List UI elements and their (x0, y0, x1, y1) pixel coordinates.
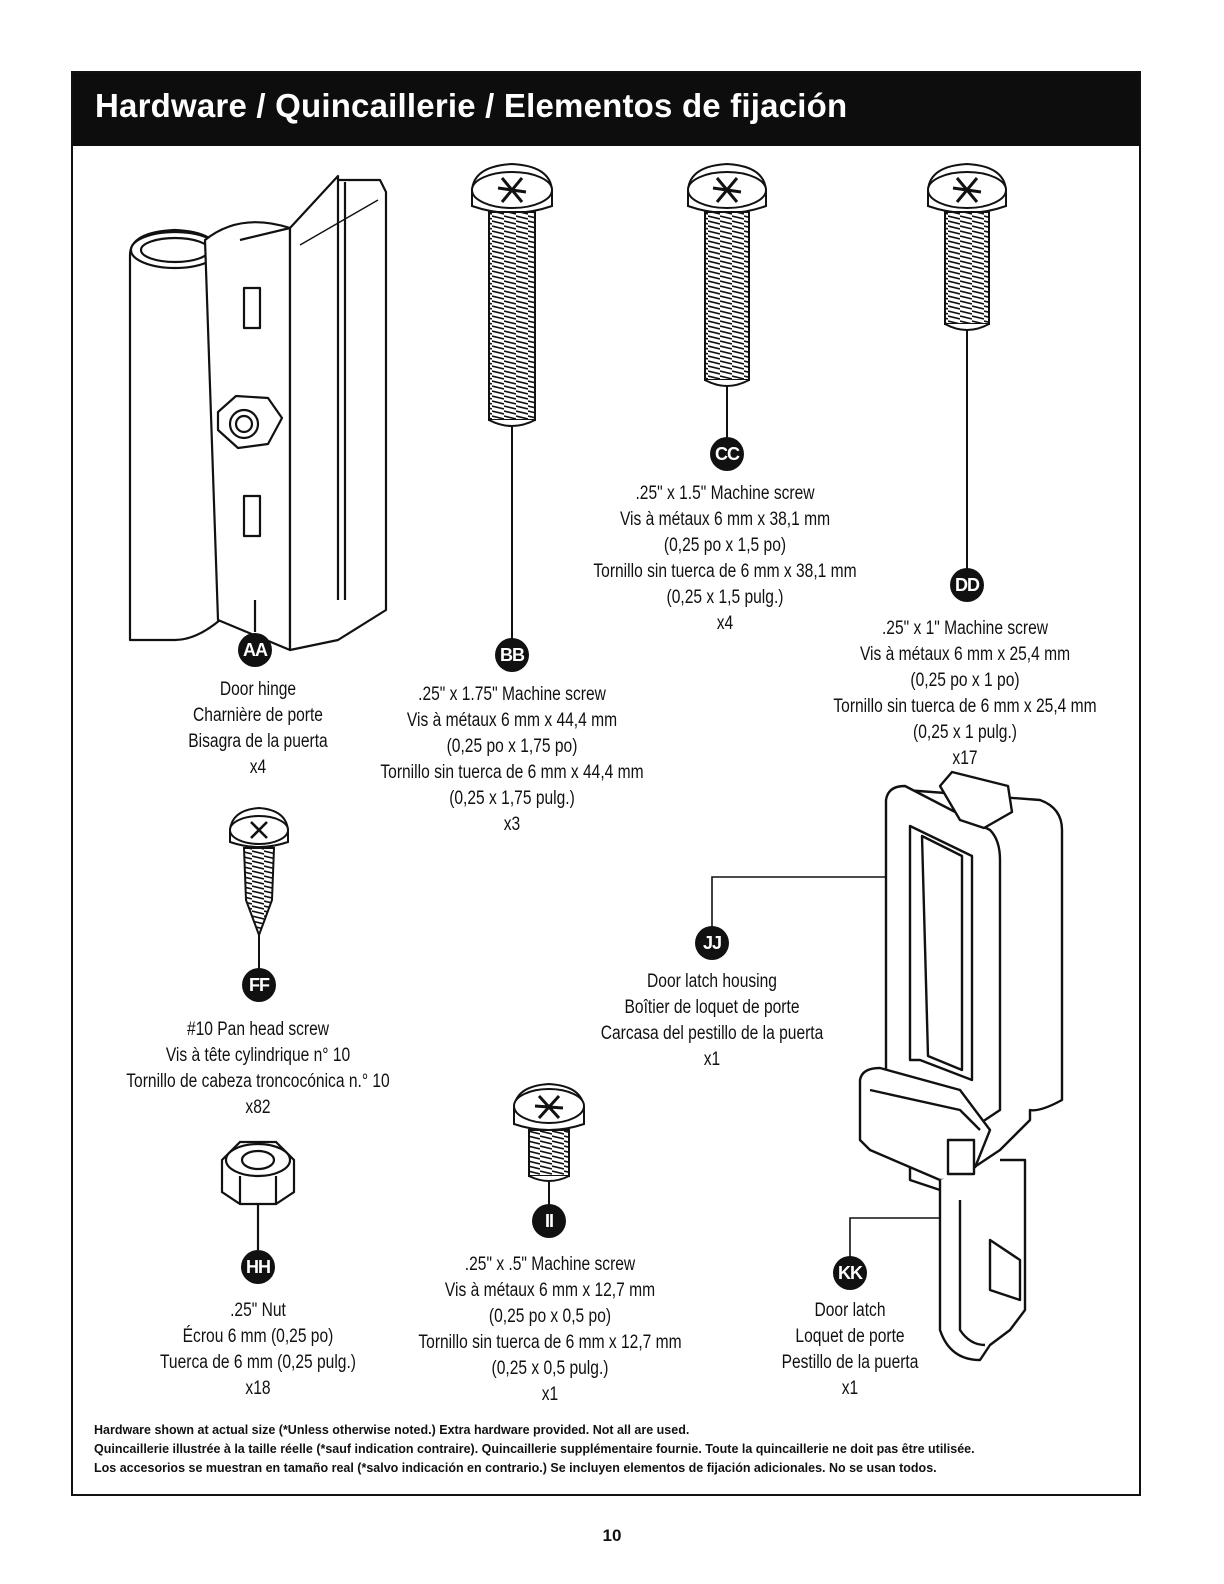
label-ii-line: Vis à métaux 6 mm x 12,7 mm (444, 1280, 656, 1301)
label-dd-line: Vis à métaux 6 mm x 25,4 mm (859, 644, 1071, 665)
hardware-notes: Hardware shown at actual size (*Unless o… (94, 1421, 975, 1478)
label-ff-line: x82 (245, 1097, 271, 1118)
label-bb-line: .25" x 1.75" Machine screw (418, 684, 606, 705)
label-ff-line: Vis à tête cylindrique n° 10 (165, 1045, 351, 1066)
label-cc-line: .25" x 1.5" Machine screw (635, 483, 815, 504)
label-bb-line: (0,25 x 1,75 pulg.) (449, 788, 575, 809)
label-dd-line: x17 (952, 748, 978, 769)
label-hh-line: .25" Nut (230, 1300, 286, 1321)
label-hh-line: x18 (245, 1378, 271, 1399)
label-cc-line: (0,25 x 1,5 pulg.) (666, 587, 784, 608)
label-ii: .25" x .5" Machine screw Vis à métaux 6 … (402, 1252, 697, 1408)
label-kk-line: Loquet de porte (795, 1326, 905, 1347)
nut-hh-illustration (220, 1140, 296, 1250)
label-ii-line: (0,25 po x 0,5 po) (488, 1306, 612, 1327)
callout-cc: CC (710, 437, 744, 471)
label-aa-line: Charnière de porte (193, 705, 323, 726)
label-cc: .25" x 1.5" Machine screw Vis à métaux 6… (577, 481, 872, 637)
page-number: 10 (602, 1526, 622, 1545)
label-dd-line: (0,25 po x 1 po) (910, 670, 1020, 691)
label-hh-line: Écrou 6 mm (0,25 po) (182, 1326, 334, 1347)
label-jj-line: Carcasa del pestillo de la puerta (600, 1023, 824, 1044)
label-ff: #10 Pan head screw Vis à tête cylindriqu… (110, 1017, 405, 1121)
label-aa-line: Bisagra de la puerta (188, 731, 328, 752)
screw-bb-illustration (471, 162, 553, 640)
callout-bb: BB (495, 638, 529, 672)
note-line-en: Hardware shown at actual size (*Unless o… (94, 1423, 690, 1437)
note-line-fr: Quincaillerie illustrée à la taille réel… (94, 1442, 975, 1456)
label-jj-line: Boîtier de loquet de porte (624, 997, 800, 1018)
page-title: Hardware / Quincaillerie / Elementos de … (95, 87, 848, 124)
label-hh: .25" Nut Écrou 6 mm (0,25 po) Tuerca de … (142, 1298, 375, 1402)
note-line-es: Los accesorios se muestran en tamaño rea… (94, 1461, 937, 1475)
callout-aa: AA (238, 633, 272, 667)
label-bb-line: x3 (503, 814, 521, 835)
door-latch-illustration (858, 770, 1064, 1362)
title-bar: Hardware / Quincaillerie / Elementos de … (73, 73, 1139, 146)
label-aa-line: Door hinge (219, 679, 297, 700)
label-cc-line: Vis à métaux 6 mm x 38,1 mm (619, 509, 831, 530)
label-cc-line: x4 (716, 613, 734, 634)
label-dd-line: Tornillo sin tuerca de 6 mm x 25,4 mm (833, 696, 1097, 717)
label-bb-line: (0,25 po x 1,75 po) (446, 736, 578, 757)
label-jj-line: Door latch housing (647, 971, 777, 992)
callout-hh: HH (241, 1250, 275, 1284)
label-kk-line: Pestillo de la puerta (781, 1352, 919, 1373)
label-bb: .25" x 1.75" Machine screw Vis à métaux … (364, 682, 659, 838)
callout-jj: JJ (695, 926, 729, 960)
hardware-panel: Hardware / Quincaillerie / Elementos de … (71, 71, 1141, 1496)
label-ii-line: (0,25 x 0,5 pulg.) (491, 1358, 609, 1379)
label-cc-line: (0,25 po x 1,5 po) (663, 535, 787, 556)
label-kk-line: Door latch (814, 1300, 886, 1321)
label-jj: Door latch housing Boîtier de loquet de … (589, 969, 835, 1073)
label-jj-line: x1 (703, 1049, 721, 1070)
label-ii-line: .25" x .5" Machine screw (464, 1254, 636, 1275)
label-kk-line: x1 (841, 1378, 859, 1399)
label-ff-line: #10 Pan head screw (186, 1019, 330, 1040)
label-dd-line: .25" x 1" Machine screw (881, 618, 1049, 639)
screw-ff-illustration (229, 806, 289, 970)
label-ff-line: Tornillo de cabeza troncocónica n.° 10 (126, 1071, 390, 1092)
label-hh-line: Tuerca de 6 mm (0,25 pulg.) (159, 1352, 356, 1373)
screw-dd-illustration (927, 162, 1007, 570)
callout-kk: KK (833, 1256, 867, 1290)
label-cc-line: Tornillo sin tuerca de 6 mm x 38,1 mm (593, 561, 857, 582)
label-kk: Door latch Loquet de porte Pestillo de l… (760, 1298, 940, 1402)
label-bb-line: Vis à métaux 6 mm x 44,4 mm (406, 710, 618, 731)
screw-ii-illustration (513, 1082, 585, 1205)
callout-dd: DD (950, 568, 984, 602)
label-ii-line: Tornillo sin tuerca de 6 mm x 12,7 mm (418, 1332, 682, 1353)
label-dd-line: (0,25 x 1 pulg.) (913, 722, 1017, 743)
label-dd: .25" x 1" Machine screw Vis à métaux 6 m… (817, 616, 1112, 772)
label-aa: Door hinge Charnière de porte Bisagra de… (151, 677, 364, 781)
label-bb-line: Tornillo sin tuerca de 6 mm x 44,4 mm (380, 762, 644, 783)
screw-cc-illustration (687, 162, 767, 440)
callout-ff: FF (242, 968, 276, 1002)
callout-leaders (711, 876, 940, 1260)
door-hinge-illustration (128, 174, 388, 652)
callout-ii: II (532, 1204, 566, 1238)
label-aa-line: x4 (249, 757, 267, 778)
label-ii-line: x1 (541, 1384, 559, 1405)
